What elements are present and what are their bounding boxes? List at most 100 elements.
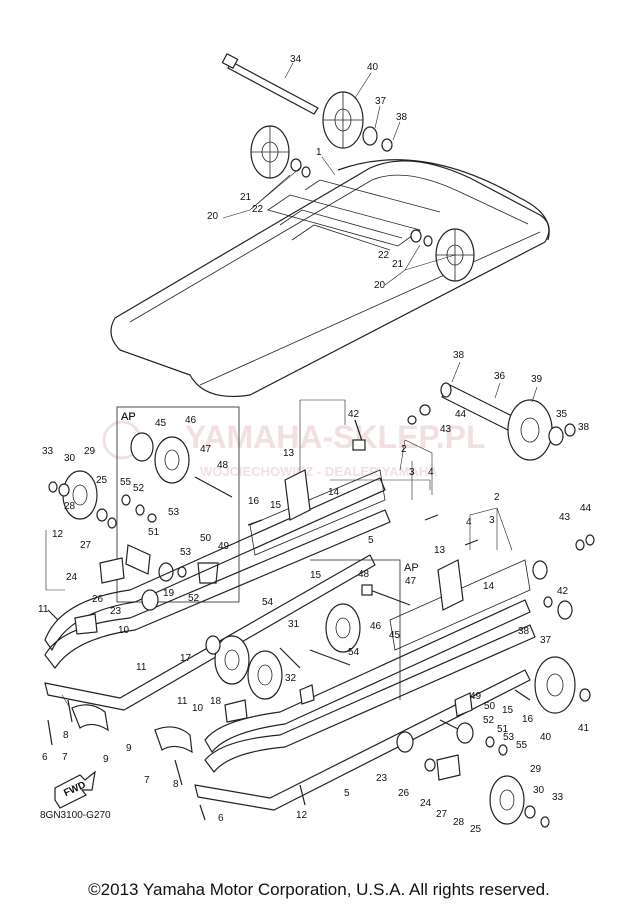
callout-2b: 2 [494, 492, 500, 503]
callout-10: 10 [118, 625, 130, 636]
callout-52c: 52 [483, 715, 495, 726]
callout-11: 11 [38, 604, 49, 615]
callout-46: 46 [185, 415, 197, 426]
callout-32: 32 [285, 673, 297, 684]
copyright-notice: ©2013 Yamaha Motor Corporation, U.S.A. A… [88, 880, 550, 899]
callout-12b: 12 [296, 810, 308, 821]
callout-40: 40 [367, 62, 379, 73]
callout-4: 4 [428, 467, 434, 478]
callout-24b: 24 [420, 798, 432, 809]
callout-25: 25 [96, 475, 108, 486]
callout-38c: 38 [578, 422, 590, 433]
callout-15b: 15 [310, 570, 322, 581]
callout-12: 12 [52, 529, 64, 540]
callout-3: 3 [409, 467, 415, 478]
wheel-39 [507, 399, 553, 461]
ap-label-left: AP [121, 411, 136, 423]
svg-text:AP: AP [121, 411, 136, 423]
callout-1: 1 [316, 147, 322, 158]
callout-15: 15 [270, 500, 282, 511]
callout-28b: 28 [453, 817, 465, 828]
callout-labels: 34 40 37 38 1 21 22 20 22 21 20 38 36 39… [38, 54, 592, 835]
watermark-title: YAMAHA-SKLEP.PL [185, 419, 486, 455]
callout-6: 6 [42, 752, 48, 763]
callout-4b: 4 [466, 517, 472, 528]
callout-22b: 22 [378, 250, 390, 261]
spacer-35 [548, 423, 576, 446]
callout-5: 5 [368, 535, 374, 546]
callout-7b: 7 [144, 775, 150, 786]
callout-51b: 51 [497, 724, 509, 735]
callout-21b: 21 [392, 259, 404, 270]
callout-9: 9 [103, 754, 109, 765]
nut-44-43 [407, 404, 431, 425]
callout-6b: 6 [218, 813, 224, 824]
callout-8: 8 [63, 730, 69, 741]
callout-44b: 44 [580, 503, 592, 514]
ap-box-right: AP [310, 559, 419, 700]
wheel-40-top [322, 91, 364, 149]
callout-23: 23 [110, 606, 122, 617]
callout-21: 21 [240, 192, 252, 203]
callout-14b: 14 [483, 581, 495, 592]
bracket-13-right [437, 559, 464, 611]
callout-38d: 38 [518, 626, 530, 637]
wheel-rear-left [250, 125, 290, 179]
callout-49: 49 [218, 541, 230, 552]
callout-14: 14 [328, 487, 340, 498]
callout-39: 39 [531, 374, 543, 385]
callout-45b: 45 [389, 630, 401, 641]
callout-49b: 49 [470, 691, 482, 702]
callout-3b: 3 [489, 515, 495, 526]
callout-42: 42 [348, 409, 360, 420]
callout-40b: 40 [540, 732, 552, 743]
callout-27b: 27 [436, 809, 448, 820]
watermark-subtitle: WOJCIECHOWICZ - DEALER YAMAHA [200, 464, 438, 479]
wheel-29-right [489, 775, 550, 828]
svg-text:AP: AP [404, 562, 419, 574]
callout-37b: 37 [540, 635, 552, 646]
callout-17: 17 [180, 653, 192, 664]
callout-29b: 29 [530, 764, 542, 775]
callout-42b: 42 [557, 586, 569, 597]
wheel-40-right [534, 656, 591, 714]
callout-5b: 5 [344, 788, 350, 799]
callout-43b: 43 [559, 512, 571, 523]
wheel-18 [214, 635, 250, 685]
callout-38b: 38 [453, 350, 465, 361]
callout-27: 27 [80, 540, 92, 551]
callout-24: 24 [66, 572, 78, 583]
diagram-code: 8GN3100-G270 [40, 810, 111, 821]
callout-52: 52 [133, 483, 145, 494]
callout-22: 22 [252, 204, 264, 215]
wheel-46-right [325, 603, 361, 653]
callout-44: 44 [455, 409, 467, 420]
callout-55: 55 [120, 477, 132, 488]
wheel-17 [247, 650, 283, 700]
slide-rail-right [194, 559, 536, 811]
slide-rail-left [44, 469, 391, 711]
callout-33: 33 [42, 446, 54, 457]
leader-lines [45, 62, 538, 709]
bracket-13-left [284, 469, 311, 521]
callout-28: 28 [64, 501, 76, 512]
callout-23b: 23 [376, 773, 388, 784]
callout-9b: 9 [126, 743, 132, 754]
callout-33b: 33 [552, 792, 564, 803]
callout-47b: 47 [405, 576, 417, 587]
callout-53b: 53 [180, 547, 192, 558]
callout-16b: 16 [522, 714, 534, 725]
callout-25b: 25 [470, 824, 482, 835]
callout-29: 29 [84, 446, 96, 457]
callout-51: 51 [148, 527, 160, 538]
callout-47: 47 [200, 444, 212, 455]
callout-50b: 50 [484, 701, 496, 712]
callout-18: 18 [210, 696, 222, 707]
callout-30: 30 [64, 453, 76, 464]
watermark: YAMAHA-SKLEP.PL WOJCIECHOWICZ - DEALER Y… [102, 419, 486, 479]
callout-52b: 52 [188, 593, 200, 604]
callout-55b: 55 [516, 740, 528, 751]
callout-11c: 11 [177, 696, 188, 707]
callout-19: 19 [163, 588, 175, 599]
callout-53: 53 [168, 507, 180, 518]
